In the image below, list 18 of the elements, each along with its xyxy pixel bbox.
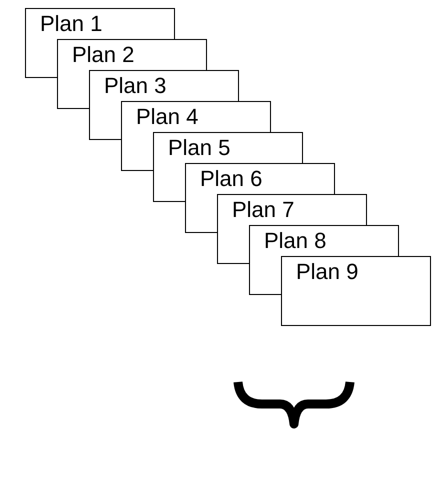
plan-label: Plan 4 xyxy=(136,103,198,131)
plan-label: Plan 9 xyxy=(296,258,358,286)
plan-card xyxy=(57,39,207,70)
plan-card xyxy=(185,163,335,194)
plan-label: Plan 1 xyxy=(40,10,102,38)
plan-card xyxy=(89,70,239,101)
plan-card xyxy=(25,8,175,39)
plan-label: Plan 3 xyxy=(104,72,166,100)
plan-card xyxy=(217,194,367,225)
plan-card xyxy=(121,101,271,132)
plan-card xyxy=(153,132,303,163)
plan-label: Plan 5 xyxy=(168,134,230,162)
plan-card xyxy=(249,225,399,256)
plan-label: Plan 2 xyxy=(72,41,134,69)
plan-card xyxy=(281,256,431,326)
plan-label: Plan 7 xyxy=(232,196,294,224)
plan-label: Plan 6 xyxy=(200,165,262,193)
plan-label: Plan 8 xyxy=(264,227,326,255)
